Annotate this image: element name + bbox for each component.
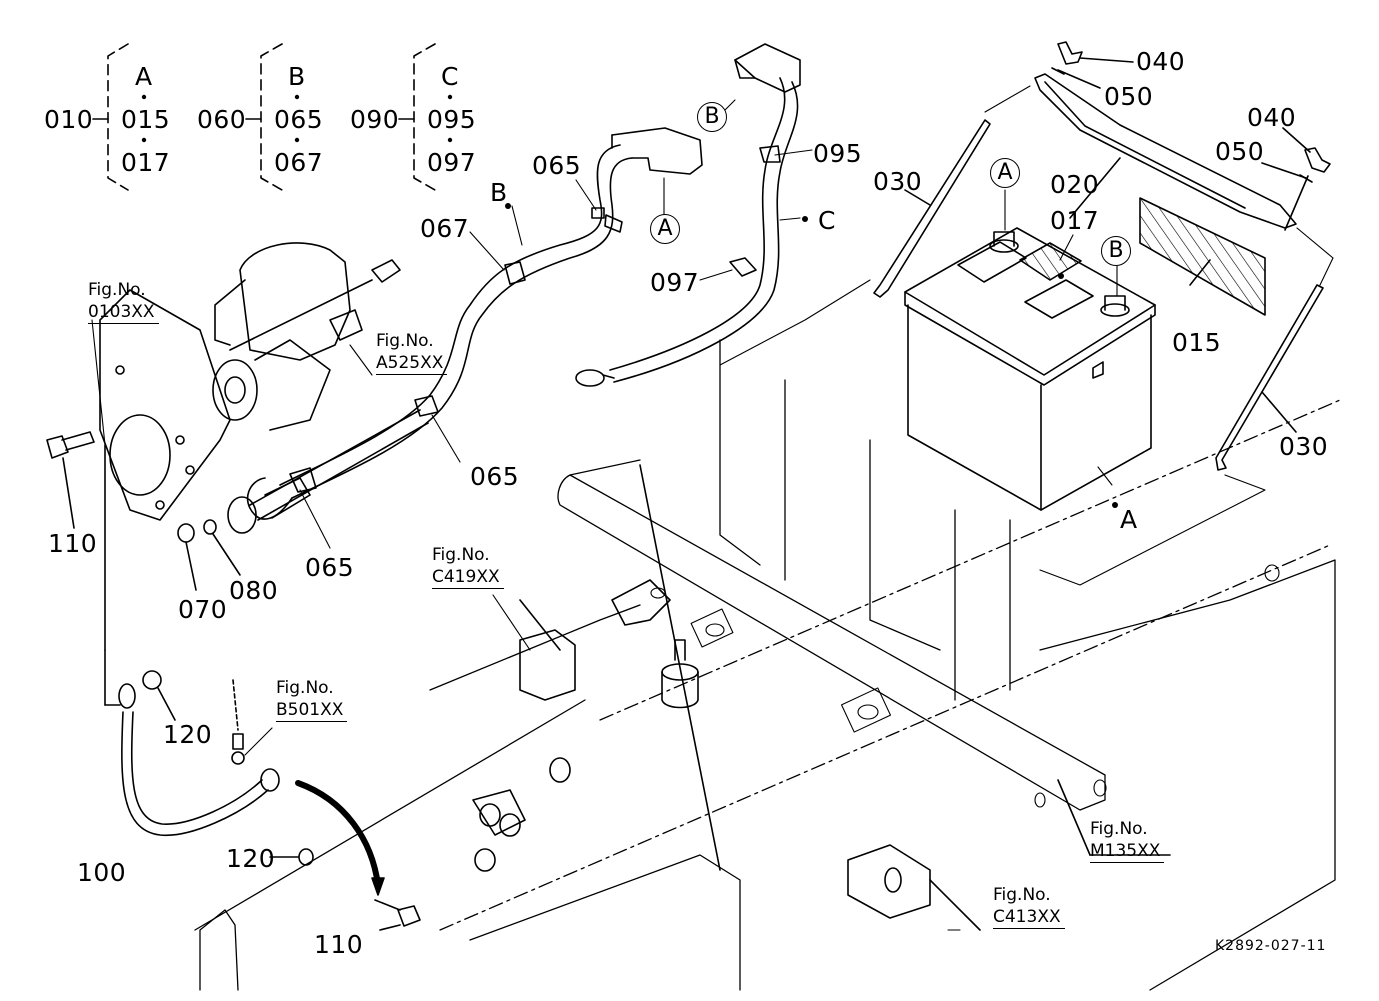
chassis-frame (194, 339, 1341, 991)
cable-b (246, 127, 703, 520)
cable-c-letter: C (818, 206, 836, 235)
battery (904, 227, 1156, 511)
part-label-065-mid[interactable]: 065 (470, 462, 520, 491)
b501-terminal (231, 679, 245, 765)
part-label-040-right[interactable]: 040 (1247, 103, 1297, 132)
group-parent-c: 090 (350, 105, 400, 134)
part-label-040[interactable]: 040 (1136, 47, 1186, 76)
starter-mounting-plate (99, 289, 231, 521)
starter-cable (227, 409, 429, 534)
part-label-065-top[interactable]: 065 (532, 151, 582, 180)
part-label-080[interactable]: 080 (229, 576, 279, 605)
group-a-child-2: 017 (121, 148, 171, 177)
part-leaders (299, 99, 1118, 549)
part-label-067[interactable]: 067 (420, 214, 470, 243)
group-c-child-1: 095 (427, 105, 477, 134)
battery-hold-down-bar (1034, 73, 1297, 229)
wing-nut-left (1051, 41, 1134, 89)
circled-ref-b-cap: B (697, 102, 727, 132)
group-bracket-b (260, 43, 283, 191)
fig-ref-m135xx[interactable]: Fig.No. M135XX (1090, 818, 1165, 863)
part-label-065-low[interactable]: 065 (305, 553, 355, 582)
part-label-030-right[interactable]: 030 (1279, 432, 1329, 461)
drawing-reference-code: K2892-027-11 (1215, 938, 1327, 954)
fig-ref-code: M135XX (1090, 840, 1165, 863)
grommet-120-upper (142, 670, 176, 721)
fig-ref-c419xx[interactable]: Fig.No. C419XX (432, 544, 504, 589)
part-label-120-upper[interactable]: 120 (163, 720, 213, 749)
battery-exploded-guides (719, 85, 1334, 586)
part-label-050[interactable]: 050 (1104, 82, 1154, 111)
group-parent-b: 060 (197, 105, 247, 134)
fig-leaders (91, 319, 961, 931)
fig-ref-code: C413XX (993, 906, 1065, 929)
frame-holes (650, 564, 1280, 808)
fig-ref-code: A525XX (376, 352, 448, 375)
group-b-child-2: 067 (274, 148, 324, 177)
battery-rod-right (1215, 284, 1324, 471)
group-a-child-1: 015 (121, 105, 171, 134)
fig-ref-prefix: Fig.No. (376, 331, 434, 351)
frame-bracket-c413 (847, 844, 981, 931)
nut-070 (177, 523, 197, 591)
fig-ref-prefix: Fig.No. (993, 885, 1051, 905)
group-c-child-2: 097 (427, 148, 477, 177)
fig-ref-0103xx[interactable]: Fig.No. 0103XX (88, 279, 159, 324)
battery-label-plate (1139, 197, 1266, 316)
frame-bracket-c419 (472, 579, 671, 872)
bolt-110-upper (46, 431, 95, 529)
part-label-097[interactable]: 097 (650, 268, 700, 297)
starter-motor (212, 242, 401, 431)
m135-leader (1057, 779, 1171, 856)
fuel-filter (639, 464, 721, 871)
part-label-120-lower[interactable]: 120 (226, 844, 276, 873)
fig-ref-prefix: Fig.No. (88, 280, 146, 300)
part-label-100[interactable]: 100 (77, 858, 127, 887)
fig-ref-prefix: Fig.No. (432, 545, 490, 565)
fig-ref-code: 0103XX (88, 301, 159, 324)
group-letter-a: A (135, 62, 153, 91)
fig-ref-c413xx[interactable]: Fig.No. C413XX (993, 884, 1065, 929)
ground-cable (104, 444, 280, 837)
cable-b-letter: B (490, 178, 508, 207)
part-label-110-upper[interactable]: 110 (48, 529, 98, 558)
group-bracket-a (107, 43, 129, 191)
fig-ref-code: B501XX (276, 699, 348, 722)
grommet-120-lower (269, 848, 314, 866)
part-label-050-right[interactable]: 050 (1215, 137, 1265, 166)
ground-arrow (295, 780, 385, 896)
part-label-015[interactable]: 015 (1172, 328, 1222, 357)
part-label-030[interactable]: 030 (873, 167, 923, 196)
group-letter-b: B (288, 62, 306, 91)
bolt-110-lower (374, 899, 421, 931)
fig-ref-b501xx[interactable]: Fig.No. B501XX (276, 677, 348, 722)
circled-ref-a-cap: A (650, 214, 680, 244)
fig-ref-a525xx[interactable]: Fig.No. A525XX (376, 330, 448, 375)
part-label-070[interactable]: 070 (178, 595, 228, 624)
fig-ref-prefix: Fig.No. (1090, 819, 1148, 839)
group-parent-a: 010 (44, 105, 94, 134)
battery-rod-left (873, 119, 991, 298)
clamps (289, 145, 781, 493)
leader-dots (505, 203, 1118, 508)
circled-ref-b-post: B (1101, 236, 1131, 266)
group-letter-c: C (441, 62, 459, 91)
part-label-020[interactable]: 020 (1050, 170, 1100, 199)
fig-ref-code: C419XX (432, 566, 504, 589)
group-b-child-1: 065 (274, 105, 324, 134)
fig-ref-prefix: Fig.No. (276, 678, 334, 698)
group-bracket-c (413, 43, 436, 191)
circled-ref-a-post: A (990, 158, 1020, 188)
part-label-095[interactable]: 095 (813, 139, 863, 168)
wing-nut-right (1261, 127, 1331, 231)
part-label-017[interactable]: 017 (1050, 206, 1100, 235)
part-label-110-lower[interactable]: 110 (314, 930, 364, 959)
cable-c (575, 43, 801, 387)
washer-080 (203, 519, 241, 576)
bracket-dots (141, 94, 453, 143)
battery-a-letter: A (1120, 505, 1138, 534)
